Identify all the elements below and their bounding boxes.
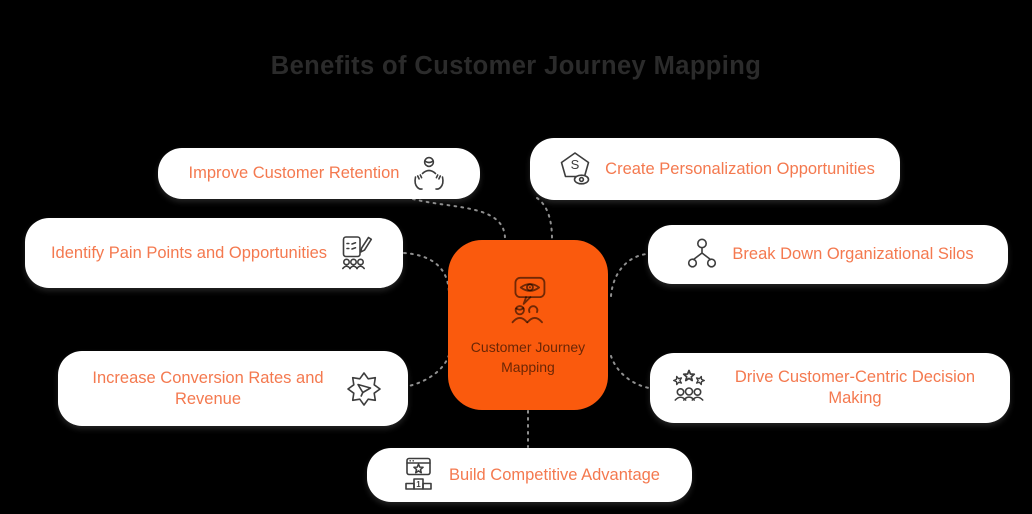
team-rating-icon <box>673 369 705 401</box>
caring-hands-icon <box>414 156 445 190</box>
central-node-label: Customer Journey Mapping <box>470 339 586 375</box>
page-title: Benefits of Customer Journey Mapping <box>270 52 762 80</box>
benefit-label: Drive Customer-Centric Decision Making <box>734 368 976 407</box>
benefit-label: Create Personalization Opportunities <box>605 159 875 178</box>
feedback-survey-icon <box>342 236 373 270</box>
central-node: Customer Journey Mapping <box>448 240 608 410</box>
gear-cursor-icon <box>347 371 381 406</box>
benefit-label: Break Down Organizational Silos <box>732 245 974 264</box>
benefit-card-identify-pain-points: Identify Pain Points and Opportunities <box>25 218 403 288</box>
ranking-podium-icon: 1 <box>405 457 432 490</box>
benefit-label: Identify Pain Points and Opportunities <box>50 243 328 262</box>
benefit-label: Improve Customer Retention <box>188 164 400 183</box>
benefit-card-build-advantage: 1 Build Competitive Advantage <box>367 448 692 502</box>
journey-mapping-icon <box>511 277 546 324</box>
benefit-card-increase-conversion: Increase Conversion Rates and Revenue <box>58 351 408 426</box>
benefit-card-create-personalization: S Create Personalization Opportunities <box>530 138 900 200</box>
money-house-eye-icon: S <box>560 152 590 185</box>
svg-text:1: 1 <box>416 480 421 489</box>
benefit-label: Increase Conversion Rates and Revenue <box>92 368 324 408</box>
benefit-card-break-silos: Break Down Organizational Silos <box>648 225 1008 284</box>
org-hierarchy-icon <box>688 238 717 268</box>
benefit-card-improve-retention: Improve Customer Retention <box>158 148 480 199</box>
benefit-label: Build Competitive Advantage <box>449 465 660 484</box>
benefit-card-drive-decision: Drive Customer-Centric Decision Making <box>650 353 1010 423</box>
svg-text:S: S <box>571 157 580 172</box>
